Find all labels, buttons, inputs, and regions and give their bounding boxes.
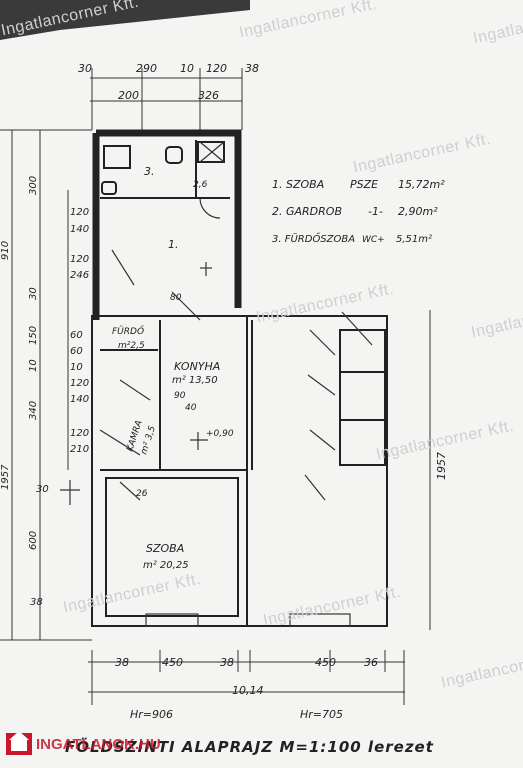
- top-dim-5: 38: [245, 62, 259, 75]
- walls: [92, 129, 242, 320]
- mark-26: 26: [136, 489, 148, 499]
- room-1-label: 1.: [168, 238, 179, 251]
- room-legend: 1. SZOBA PSZE 15,72m² 2. GARDROB -1- 2,9…: [272, 178, 445, 245]
- plan-title: FÖLDSZINTI ALAPRAJZ M=1:100 lerezet: [65, 737, 434, 756]
- legend-2-value: 2,90m²: [398, 205, 438, 218]
- left-dim-6: 60: [70, 346, 83, 357]
- mark-090: +0,90: [206, 429, 234, 439]
- mark-80: 80: [170, 293, 182, 303]
- logo: INGATLANOK.HU: [6, 730, 206, 758]
- bottom-dim-5: 36: [364, 656, 378, 669]
- left-dim-3: 120: [70, 254, 89, 265]
- left-v-6: 340: [28, 401, 39, 420]
- top-dim-1: 30: [78, 62, 92, 75]
- szoba-label: SZOBA: [146, 542, 184, 555]
- bottom-note-2: Hr=705: [300, 708, 343, 721]
- top-dim2-2: 326: [198, 89, 219, 102]
- top-dim-4: 120: [206, 62, 227, 75]
- left-dim-11: 210: [70, 444, 89, 455]
- top-dim-3: 10: [180, 62, 194, 75]
- legend-2-label: 2. GARDROB: [272, 205, 342, 218]
- left-dim-4: 246: [70, 270, 89, 281]
- furdo-area: m²2,5: [118, 341, 145, 351]
- szoba-area: m² 20,25: [143, 560, 189, 571]
- legend-3-value: 5,51m²: [396, 234, 432, 245]
- left-dim-2: 140: [70, 224, 89, 235]
- legend-1-label: 1. SZOBA: [272, 178, 324, 191]
- left-v-7: 1957: [0, 464, 11, 490]
- left-dim-12: 30: [36, 484, 49, 495]
- left-v-1: 300: [28, 176, 39, 195]
- left-v-3: 30: [28, 287, 39, 300]
- bottom-dim-1: 38: [115, 656, 129, 669]
- mark-90: 90: [174, 391, 186, 401]
- left-v-2: 910: [0, 241, 11, 260]
- top-dim-2: 290: [136, 62, 157, 75]
- corner-shadow: [0, 0, 250, 40]
- legend-1-extra: PSZE: [350, 178, 378, 191]
- bottom-note-1: Hr=906: [130, 708, 173, 721]
- room-3-area: 2,6: [193, 180, 208, 190]
- top-dim2-1: 200: [118, 89, 139, 102]
- konyha-area: m² 13,50: [172, 375, 218, 386]
- legend-3-extra: WC+: [362, 235, 385, 245]
- bottom-dim-4: 450: [315, 656, 336, 669]
- left-v-8: 600: [28, 531, 39, 550]
- legend-1-value: 15,72m²: [398, 178, 445, 191]
- logo-text: INGATLANOK.HU: [36, 735, 161, 753]
- furdo-label: FÜRDŐ: [112, 326, 144, 337]
- left-dim-8: 120: [70, 378, 89, 389]
- left-dim-13: 38: [30, 597, 43, 608]
- left-dim-9: 140: [70, 394, 89, 405]
- left-dim-7: 10: [70, 362, 83, 373]
- left-v-5: 10: [28, 359, 39, 372]
- right-dim: 1957: [435, 452, 448, 480]
- bottom-dim-2: 450: [162, 656, 183, 669]
- left-v-4: 150: [28, 326, 39, 345]
- room-3-label: 3.: [144, 165, 155, 178]
- bottom-total: 10,14: [232, 684, 264, 697]
- left-dim-1: 120: [70, 207, 89, 218]
- bottom-dim-3: 38: [220, 656, 234, 669]
- legend-2-extra: -1-: [368, 205, 383, 218]
- left-dim-5: 60: [70, 330, 83, 341]
- house-icon: [6, 731, 32, 755]
- legend-3-label: 3. FÜRDŐSZOBA: [272, 231, 355, 245]
- left-dim-10: 120: [70, 428, 89, 439]
- konyha-label: KONYHA: [174, 360, 220, 373]
- mark-40: 40: [185, 403, 197, 413]
